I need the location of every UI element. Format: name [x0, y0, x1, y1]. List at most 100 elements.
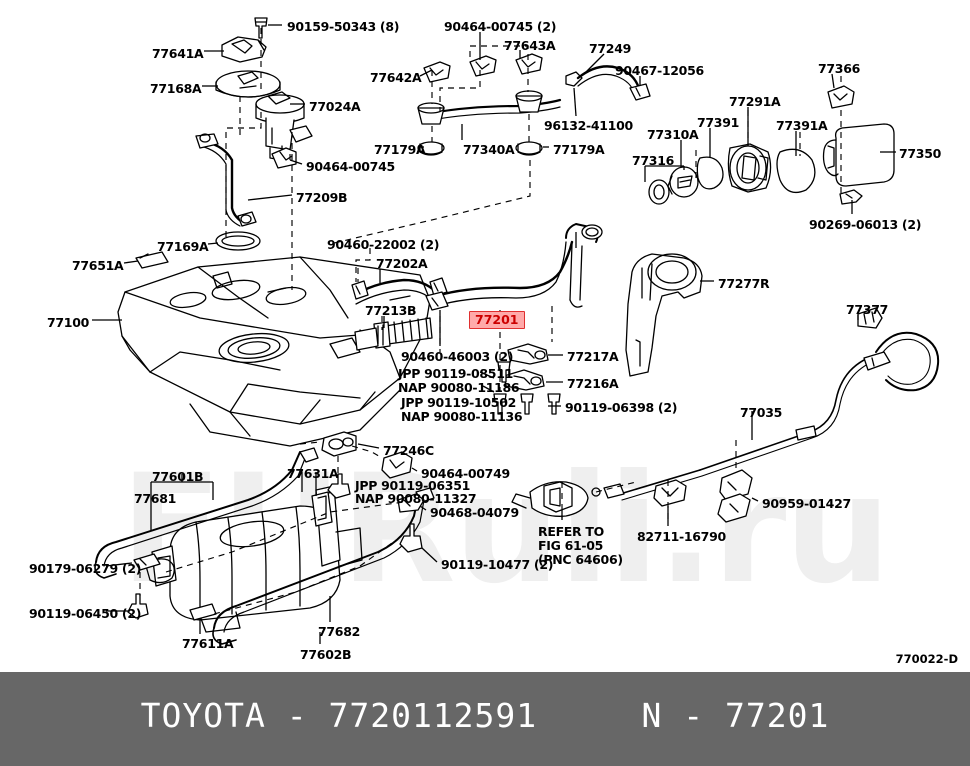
- footer-bar: TOYOTA - 7720112591 N - 77201: [0, 672, 970, 766]
- part-label: 77209B: [296, 190, 348, 205]
- part-label: 77681: [134, 491, 176, 506]
- part-label: 77216A: [567, 376, 619, 391]
- part-label: 77179A: [374, 142, 426, 157]
- part-77024A: [256, 92, 312, 160]
- part-label: 77631A: [287, 466, 339, 481]
- part-label: 77217A: [567, 349, 619, 364]
- diagram-canvas: EURuli.ru: [0, 0, 970, 672]
- part-label: 77601B: [152, 469, 204, 484]
- part-90468-04079: [398, 494, 424, 512]
- part-label: 77277R: [718, 276, 770, 291]
- part-label: 90119-10477 (2): [441, 557, 554, 572]
- part-77681-strap: [95, 448, 318, 578]
- part-label: 77202A: [376, 256, 428, 271]
- part-77168A: [216, 71, 280, 97]
- part-label: 90269-06013 (2): [809, 217, 922, 232]
- part-label: 77246C: [383, 443, 434, 458]
- part-90119-06351: [328, 474, 350, 498]
- part-90959-01427: [718, 470, 752, 522]
- part-label: 77035: [740, 405, 782, 420]
- part-label: 77611A: [182, 636, 234, 651]
- part-90119-06450: [128, 594, 148, 618]
- fuel-tank-shape: [118, 257, 430, 424]
- part-label: 82711-16790: [637, 529, 726, 544]
- part-label: 77024A: [309, 99, 361, 114]
- part-label: 90119-06398 (2): [565, 400, 678, 415]
- part-label: 77340A: [463, 142, 515, 157]
- bolts-group: [494, 362, 560, 414]
- part-label: NAP 90080-11136: [401, 409, 523, 424]
- part-label: 77651A: [72, 258, 124, 273]
- part-label: REFER TO: [538, 524, 604, 539]
- part-label: 90460-22002 (2): [327, 237, 440, 252]
- part-label: 77169A: [157, 239, 209, 254]
- part-label: 90179-06279 (2): [29, 561, 142, 576]
- part-label: 77641A: [152, 46, 204, 61]
- part-label: NAP 90080-11186: [398, 380, 520, 395]
- part-77377: [858, 308, 882, 328]
- part-77651A: [136, 252, 168, 268]
- footer-part-number: TOYOTA - 7720112591 N - 77201: [140, 696, 830, 735]
- part-90119-10477: [400, 524, 422, 552]
- part-label: 77682: [318, 624, 360, 639]
- part-label: NAP 90080-11327: [355, 491, 477, 506]
- part-label: 77643A: [504, 38, 556, 53]
- part-label: 77179A: [553, 142, 605, 157]
- part-77277R: [626, 254, 702, 376]
- part-77291A: [728, 144, 770, 192]
- part-label: 77310A: [647, 127, 699, 142]
- part-label: 90159-50343 (8): [287, 19, 400, 34]
- part-label: 90464-00745: [306, 159, 395, 174]
- part-label: (PNC 64606): [538, 552, 623, 567]
- part-77366: [828, 86, 854, 108]
- part-label: 77213B: [365, 303, 417, 318]
- part-label-highlighted: 77201: [469, 311, 525, 329]
- part-77631A: [312, 492, 332, 526]
- part-77391: [697, 157, 723, 189]
- part-label: 90468-04079: [430, 505, 519, 520]
- part-77213B: [355, 318, 432, 350]
- part-label: 77642A: [370, 70, 422, 85]
- part-90464-00749: [382, 452, 412, 478]
- part-90179-06279: [134, 554, 160, 570]
- part-label: 77366: [818, 61, 860, 76]
- part-77310A: [668, 167, 698, 197]
- part-label: 90464-00745 (2): [444, 19, 557, 34]
- part-label: JPP 90119-10502: [401, 395, 516, 410]
- part-label: 77602B: [300, 647, 352, 662]
- part-label: 77100: [47, 315, 89, 330]
- part-77246C: [322, 432, 356, 456]
- part-77391A: [777, 149, 815, 192]
- part-77216A: [504, 370, 544, 390]
- part-label: 90460-46003 (2): [401, 349, 514, 364]
- part-label: JPP 90119-08511: [398, 366, 513, 381]
- part-label: 77291A: [729, 94, 781, 109]
- part-label: 90959-01427: [762, 496, 851, 511]
- diagram-artwork: [0, 0, 970, 672]
- part-77641A: [222, 37, 266, 62]
- part-label: JPP 90119-06351: [355, 478, 470, 493]
- part-label: 90464-00749: [421, 466, 510, 481]
- part-77202A: [352, 278, 448, 310]
- part-77169A: [216, 232, 260, 250]
- part-label: FIG 61-05: [538, 538, 604, 553]
- part-77201-filler-pipe: [436, 224, 602, 307]
- part-82711-16790: [654, 480, 686, 506]
- part-90269-06013: [840, 190, 862, 204]
- part-label: 77391A: [776, 118, 828, 133]
- part-77217A: [508, 344, 548, 364]
- part-77350: [824, 124, 895, 186]
- part-77316: [649, 180, 669, 204]
- figure-code: 770022-D: [895, 652, 958, 666]
- refer-to-fig-connector: [512, 482, 624, 517]
- part-77035: [620, 333, 938, 500]
- part-label: 77350: [899, 146, 941, 161]
- part-label: 77377: [846, 302, 888, 317]
- part-label: 90467-12056: [615, 63, 704, 78]
- part-label: 77168A: [150, 81, 202, 96]
- part-label: 77249: [589, 41, 631, 56]
- part-label: 77316: [632, 153, 674, 168]
- part-label: 90119-06450 (2): [29, 606, 142, 621]
- part-label: 96132-41100: [544, 118, 633, 133]
